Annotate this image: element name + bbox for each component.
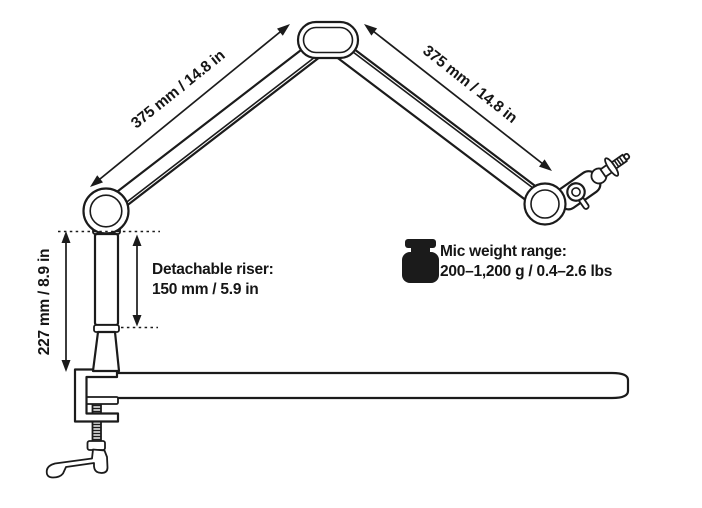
lower-arm-accent-line [108, 43, 332, 217]
thumbscrew-knob [566, 182, 586, 202]
clamp-screw-threads [92, 404, 101, 441]
calibration-weight-icon [402, 239, 439, 283]
upper-arm-accent-line [330, 34, 549, 201]
mic-mount-assembly [555, 152, 631, 211]
dimension-line [365, 24, 551, 171]
riser-label-line2: 150 mm / 5.9 in [152, 281, 259, 298]
dimension-arrowhead [61, 360, 71, 372]
lever-hub [86, 440, 106, 451]
lever-arm [45, 448, 109, 479]
dimension-arrowhead [539, 159, 552, 171]
dimension-line [91, 24, 289, 187]
dimension-arrowhead [90, 175, 103, 187]
dimension-arrowhead [132, 234, 142, 246]
elbow-joint-outer [296, 20, 360, 60]
weight-label-line1: Mic weight range: [440, 243, 567, 260]
thread-tick [616, 158, 622, 166]
desk-clamp [45, 368, 120, 479]
weight-label-line2: 200–1,200 g / 0.4–2.6 lbs [440, 263, 612, 280]
riser-column [93, 232, 120, 327]
dimension-arrowhead [61, 231, 71, 243]
base-joint-inner [89, 194, 123, 228]
desk-surface [82, 371, 630, 400]
mic-weight-note: Mic weight range: 200–1,200 g / 0.4–2.6 … [402, 239, 612, 283]
dimension-arrowhead [277, 24, 290, 36]
arm-end-joint [523, 182, 567, 226]
dimension-arrowhead [364, 24, 378, 36]
riser-assembly [92, 225, 121, 333]
riser-label-line1: Detachable riser: [152, 261, 274, 278]
dimension-total-height: 227 mm / 8.9 in [36, 231, 71, 372]
clamp-lever-handle [45, 440, 109, 479]
riser-cone-foot [91, 330, 121, 373]
base-joint [82, 187, 130, 235]
thread-tick [618, 156, 625, 164]
arm-end-joint-inner [530, 189, 560, 219]
thread-tick [613, 160, 620, 168]
dimension-lower-arm: 375 mm / 14.8 in [90, 24, 290, 187]
thumbscrew-center [571, 187, 581, 197]
elbow-joint-inner [302, 26, 354, 54]
dimension-label-total-height: 227 mm / 8.9 in [36, 249, 53, 356]
clamp-pressure-pad [85, 396, 119, 405]
top-elbow-joint [296, 20, 360, 60]
screw-tip [623, 152, 631, 161]
dimension-riser: Detachable riser: 150 mm / 5.9 in [58, 230, 274, 329]
dimension-arrowhead [132, 315, 142, 327]
